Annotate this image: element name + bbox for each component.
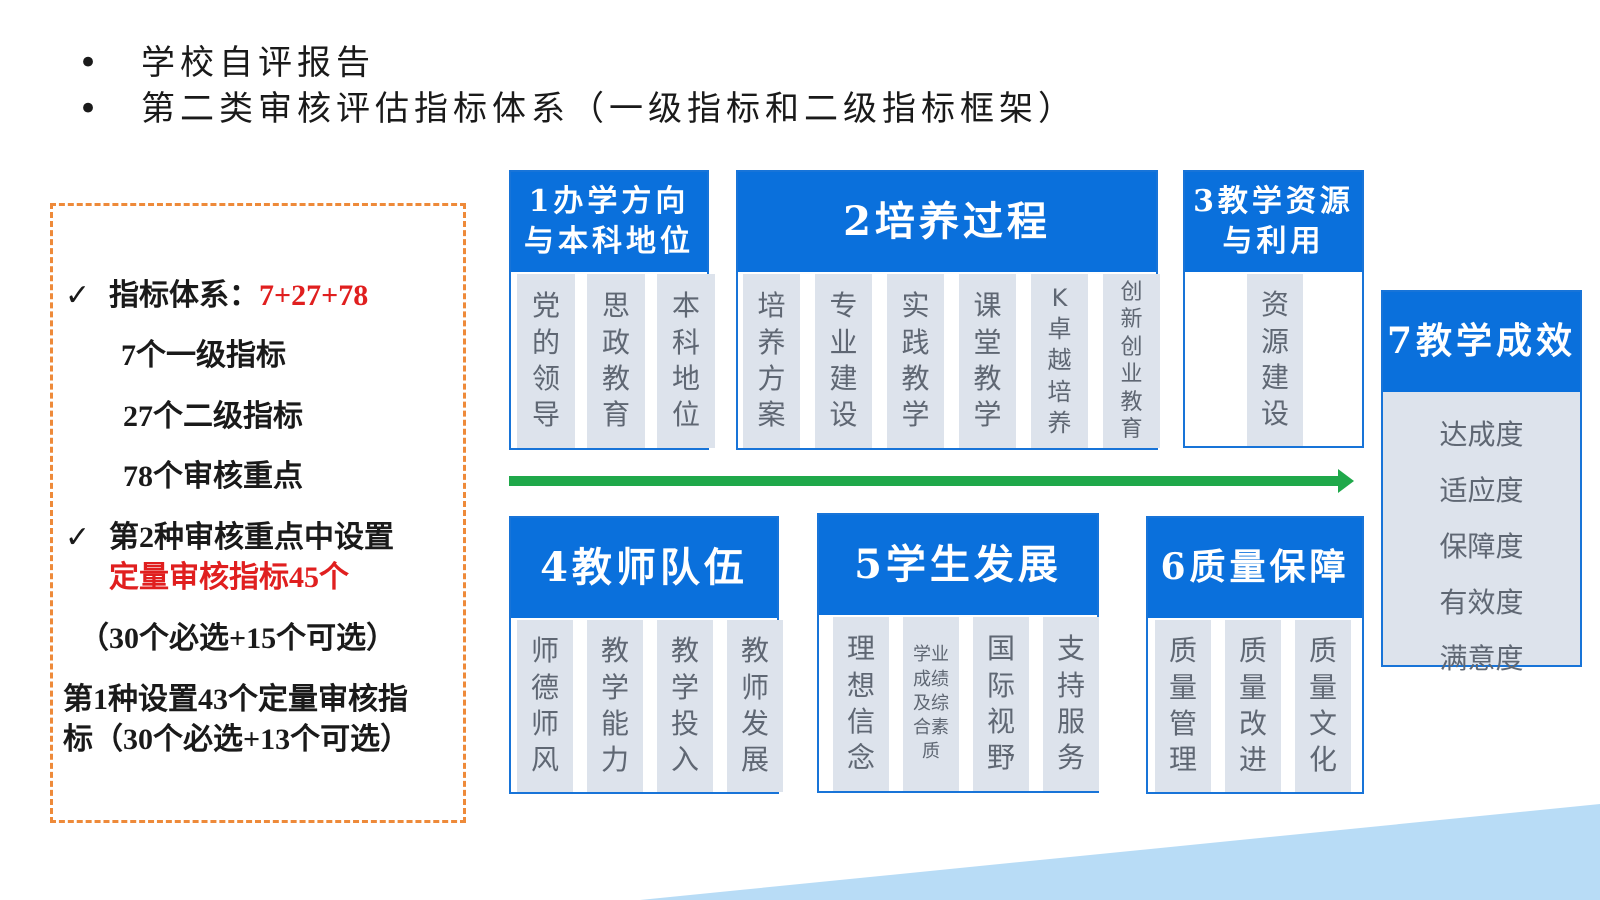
sub-indicator-column: 师德师风 bbox=[517, 620, 573, 792]
summary-setting2-red: 定量审核指标45个 bbox=[109, 561, 349, 594]
block-title: 6质量保障 bbox=[1148, 518, 1362, 618]
sub-indicator-column: 党的领导 bbox=[517, 274, 575, 448]
summary-system-value: 7+27+78 bbox=[259, 279, 369, 312]
sub-indicator-label: 专业建设 bbox=[829, 289, 858, 432]
sub-indicator-column: 质量改进 bbox=[1225, 620, 1281, 792]
check-icon: ✓ bbox=[65, 279, 91, 312]
block-title-line: 2培养过程 bbox=[843, 198, 1051, 245]
summary-system-label: 指标体系： bbox=[109, 279, 259, 312]
summary-setting2-line2: 定量审核指标45个 bbox=[109, 558, 519, 598]
sub-indicator-label: 国际视野 bbox=[986, 632, 1015, 775]
sub-indicator-label: 理想信念 bbox=[846, 632, 875, 775]
sub-indicator-label: 质量管理 bbox=[1168, 634, 1197, 777]
sub-indicator-column: 本科地位 bbox=[657, 274, 715, 448]
sub-indicator-column: 课堂教学 bbox=[959, 274, 1016, 448]
result-list: 达成度适应度保障度有效度满意度 bbox=[1383, 407, 1580, 687]
sub-indicator-column: 质量管理 bbox=[1155, 620, 1211, 792]
block-title: 5学生发展 bbox=[819, 515, 1097, 615]
sub-indicator-label: 实践教学 bbox=[901, 289, 930, 432]
sub-indicator-label: 教学投入 bbox=[670, 634, 699, 777]
result-item: 保障度 bbox=[1439, 530, 1524, 563]
block-title-line: 1办学方向 bbox=[528, 183, 690, 219]
sub-indicator-column: 培养方案 bbox=[743, 274, 800, 448]
result-item: 有效度 bbox=[1439, 586, 1524, 619]
block-title: 3教学资源与利用 bbox=[1185, 172, 1362, 272]
index-block-b5: 5学生发展理想信念 学业成绩及综合素质 国际视野 支持服务 bbox=[817, 513, 1099, 793]
bullet-dot: • bbox=[78, 43, 104, 83]
sub-indicator-label: 师德师风 bbox=[530, 634, 559, 777]
summary-review-points: 78个审核重点 bbox=[123, 460, 303, 493]
sub-indicator-label: 支持服务 bbox=[1056, 632, 1085, 775]
index-block-b7: 7教学成效达成度适应度保障度有效度满意度 bbox=[1381, 290, 1582, 675]
sub-indicator-column: 创新创业教育 bbox=[1103, 274, 1160, 448]
block-title-line: 与利用 bbox=[1222, 224, 1325, 259]
summary-system-line: ✓ 指标体系：7+27+78 bbox=[65, 276, 475, 316]
sub-indicator-column: 实践教学 bbox=[887, 274, 944, 448]
block-title: 7教学成效 bbox=[1383, 292, 1580, 392]
wave-shape bbox=[640, 804, 1600, 900]
block-title-line: 与本科地位 bbox=[524, 224, 694, 259]
sub-indicator-label: 思政教育 bbox=[601, 289, 630, 432]
sub-indicator-label: 课堂教学 bbox=[973, 289, 1002, 432]
flow-arrow-line bbox=[509, 476, 1341, 486]
result-item: 满意度 bbox=[1439, 642, 1524, 675]
flow-arrow-head bbox=[1338, 469, 1354, 493]
sub-indicator-label: 教师发展 bbox=[740, 634, 769, 777]
summary-setting1-line1: 第1种设置43个定量审核指 bbox=[63, 683, 408, 716]
check-icon: ✓ bbox=[65, 521, 91, 554]
block-title-line: 7教学成效 bbox=[1386, 320, 1577, 363]
sub-indicator-column: 国际视野 bbox=[973, 617, 1029, 791]
bullet-text: 学校自评报告 bbox=[141, 43, 375, 83]
index-block-b4: 4教师队伍师德师风 教学能力 教学投入 教师发展 bbox=[509, 516, 783, 794]
summary-setting2-line3: （30个必选+15个可选） bbox=[79, 622, 397, 655]
sub-indicator-label: K卓越培养 bbox=[1047, 283, 1072, 437]
sub-indicator-column: 理想信念 bbox=[833, 617, 889, 791]
summary-setting2-line1: ✓ 第2种审核重点中设置 bbox=[65, 518, 475, 558]
sub-indicator-column: 资源建设 bbox=[1247, 274, 1303, 446]
sub-indicator-label: 培养方案 bbox=[757, 289, 786, 432]
block-title-line: 4教师队伍 bbox=[540, 544, 748, 591]
summary-box: ✓ 指标体系：7+27+78 7个一级指标 27个二级指标 78个审核重点 ✓ 第2… bbox=[50, 203, 466, 823]
block-title: 1办学方向与本科地位 bbox=[511, 172, 707, 272]
block-title-line: 5学生发展 bbox=[854, 541, 1062, 588]
sub-indicator-label: 资源建设 bbox=[1260, 288, 1289, 431]
sub-indicator-label: 教学能力 bbox=[600, 634, 629, 777]
summary-setting1-line2: 标（30个必选+13个可选） bbox=[63, 723, 411, 756]
block-title-line: 6质量保障 bbox=[1160, 546, 1350, 589]
index-block-b6: 6质量保障质量管理 质量改进 质量文化 bbox=[1146, 516, 1364, 794]
sub-indicator-column: 学业成绩及综合素质 bbox=[903, 617, 959, 791]
sub-indicator-label: 创新创业教育 bbox=[1120, 279, 1143, 443]
sub-indicator-label: 本科地位 bbox=[671, 289, 700, 432]
sub-indicator-label: 党的领导 bbox=[531, 289, 560, 432]
sub-indicator-column: K卓越培养 bbox=[1031, 274, 1088, 448]
summary-second-level: 27个二级指标 bbox=[123, 400, 303, 433]
bullet-text: 第二类审核评估指标体系（一级指标和二级指标框架） bbox=[141, 89, 1077, 129]
summary-first-level: 7个一级指标 bbox=[121, 339, 286, 372]
index-block-b1: 1办学方向与本科地位党的领导 思政教育 本科地位 bbox=[509, 170, 715, 450]
index-block-b2: 2培养过程培养方案 专业建设 实践教学 课堂教学 K卓越培养 创新创业教育 bbox=[736, 170, 1160, 450]
index-block-b3: 3教学资源与利用资源建设 bbox=[1183, 170, 1364, 448]
sub-indicator-column: 专业建设 bbox=[815, 274, 872, 448]
block-title: 2培养过程 bbox=[738, 172, 1156, 272]
sub-indicator-label: 质量文化 bbox=[1308, 634, 1337, 777]
block-title: 4教师队伍 bbox=[511, 518, 777, 618]
sub-indicator-label: 学业成绩及综合素质 bbox=[913, 644, 949, 763]
sub-indicator-label: 质量改进 bbox=[1238, 634, 1267, 777]
sub-indicator-column: 教学投入 bbox=[657, 620, 713, 792]
sub-indicator-column: 质量文化 bbox=[1295, 620, 1351, 792]
result-item: 达成度 bbox=[1439, 418, 1524, 451]
result-item: 适应度 bbox=[1439, 474, 1524, 507]
sub-indicator-column: 支持服务 bbox=[1043, 617, 1099, 791]
summary-setting2-text: 第2种审核重点中设置 bbox=[109, 521, 394, 554]
block-title-line: 3教学资源 bbox=[1193, 183, 1354, 219]
sub-indicator-column: 教学能力 bbox=[587, 620, 643, 792]
sub-indicator-column: 教师发展 bbox=[727, 620, 783, 792]
sub-indicator-column: 思政教育 bbox=[587, 274, 645, 448]
bullet-dot: • bbox=[78, 89, 104, 129]
